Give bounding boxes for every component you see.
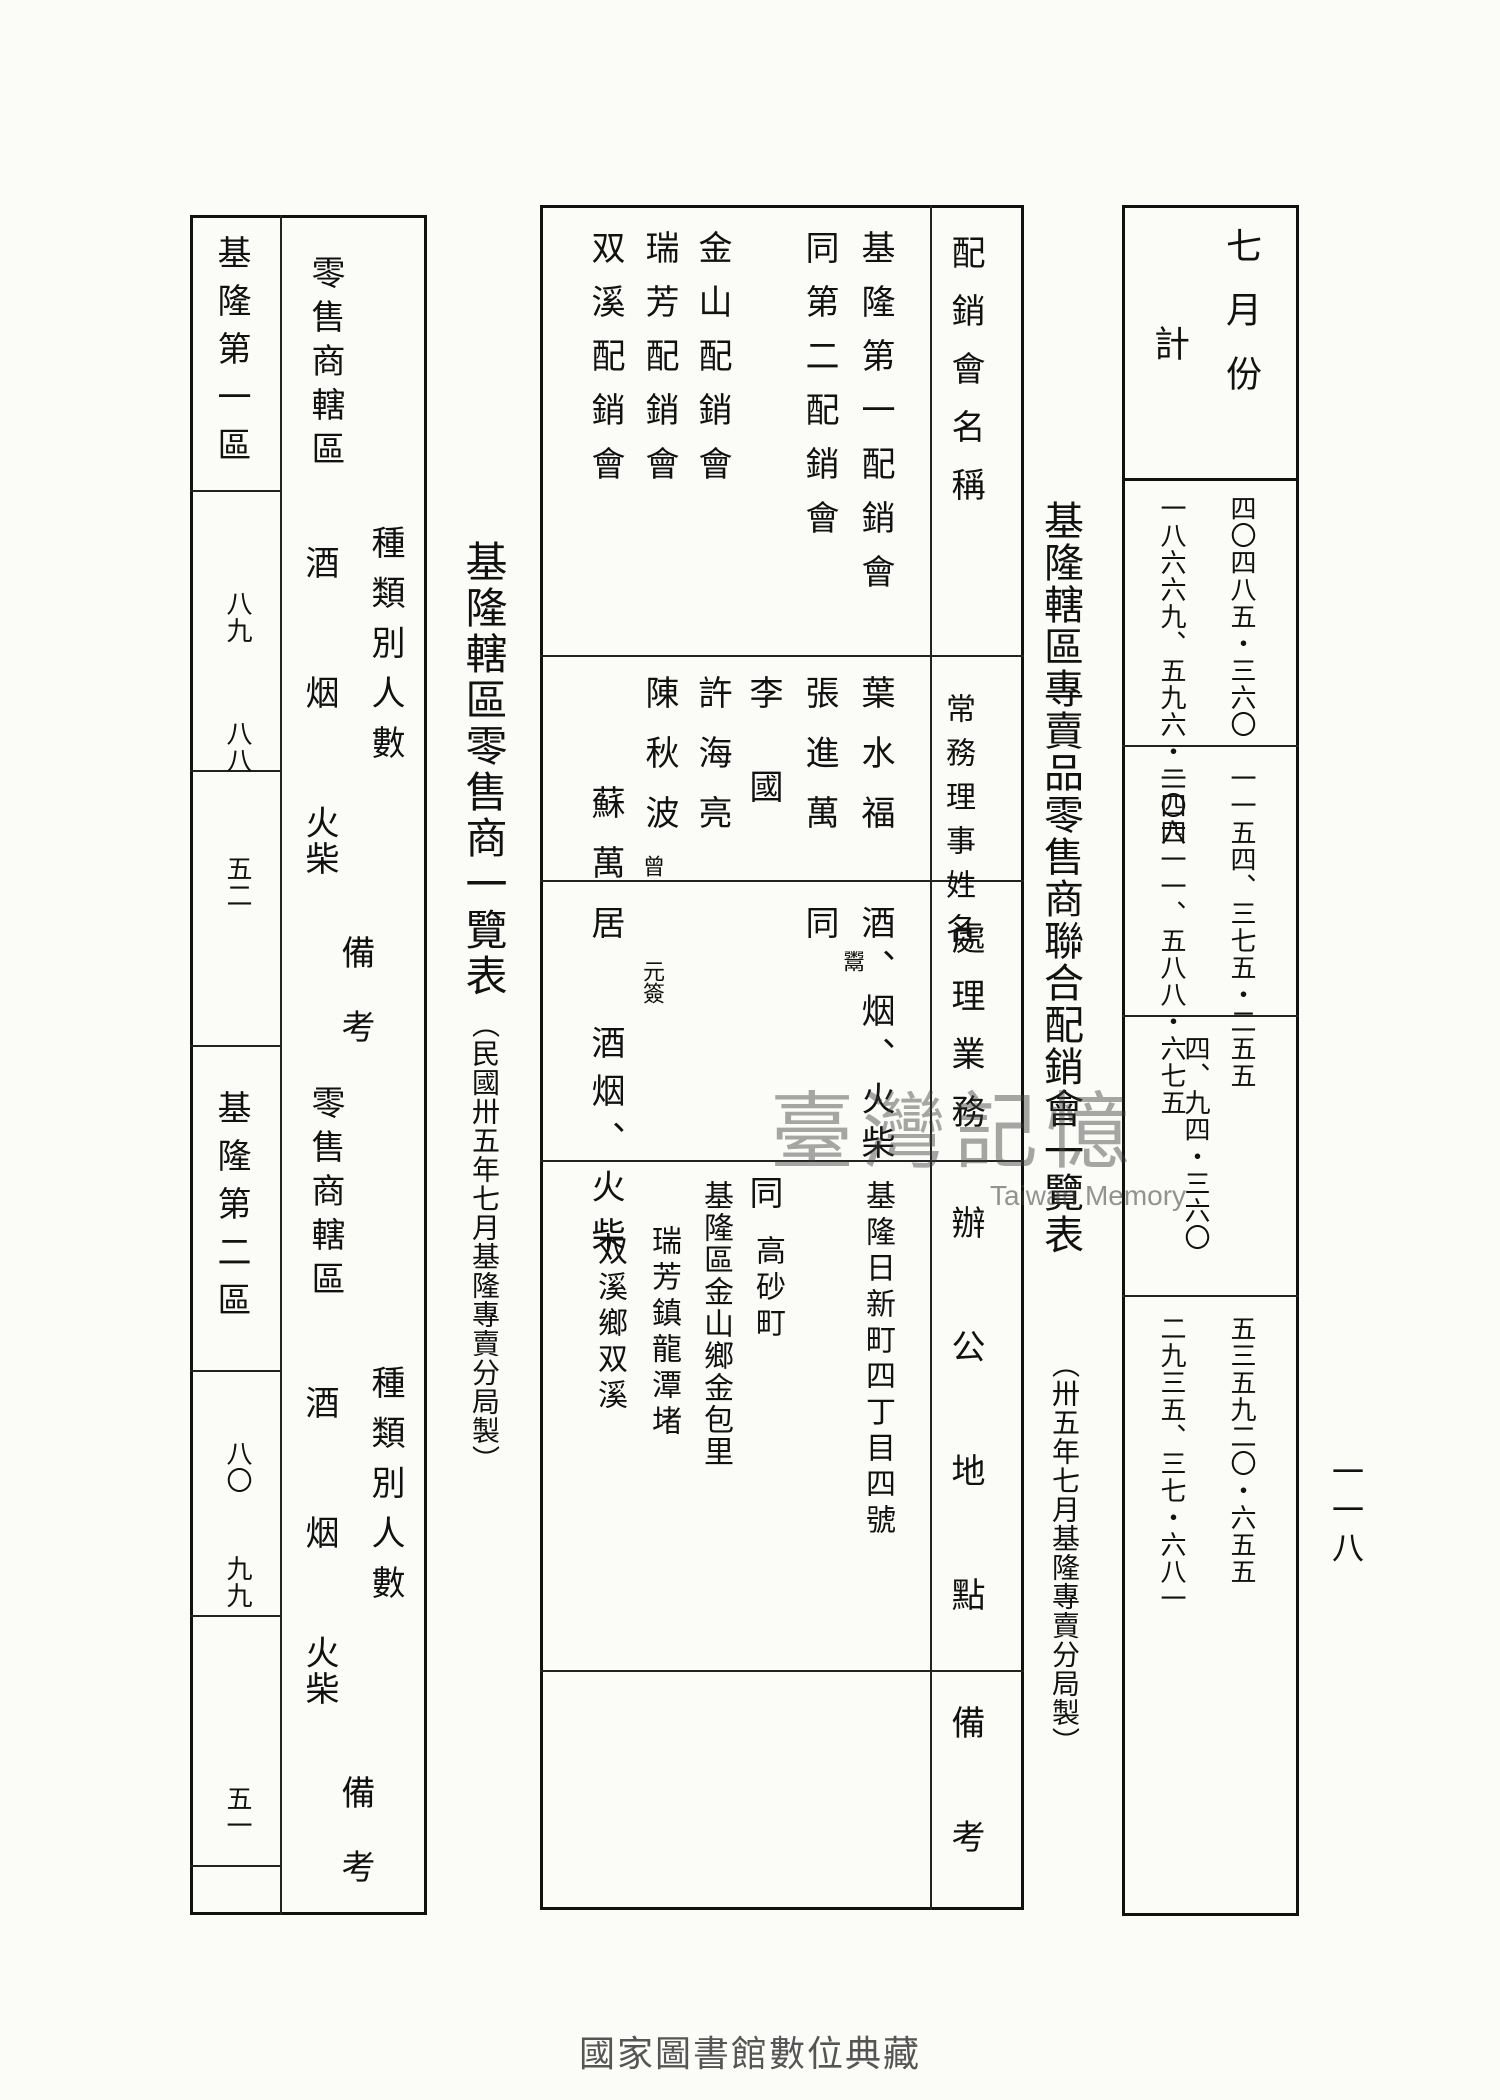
row5-name: 瑞芳配銷會 [639,230,679,500]
watermark-logo: 臺灣記憶 [770,1083,1139,1181]
row1-director: 葉水福 [855,675,895,855]
section1-sub-1: 酒 [299,545,339,599]
footer-caption: 國家圖書館數位典藏 [578,2034,921,2075]
section2-value-2: 九九 [222,1555,252,1609]
section1-district: 基隆第一區 [211,235,251,475]
section2-remark: 備考 [335,1775,375,1923]
row6-director: 蘇萬居 [585,785,625,965]
row1-business: 酒、烟、火柴 [855,905,895,1169]
section1-value-3: 五二 [222,855,252,909]
totals-value-4a: 五三五九二〇・六五五 [1226,1315,1256,1585]
totals-header: 七月份 [1220,227,1261,419]
row4-office: 基隆區金山鄉金包里 [698,1180,733,1468]
row4-director: 許海亮 [692,675,732,855]
table1-extra-3: 鬻 [839,950,864,972]
row2-name: 同第二配銷會 [799,230,839,554]
totals-value-3a: 四、九四・三六〇 [1180,1035,1210,1251]
section2-sub-2: 烟 [299,1515,339,1569]
section1-value-1: 八九 [222,590,252,644]
row6-business: 酒烟、火柴 [585,1025,625,1265]
totals-value-1a: 四〇四八五・三六〇 [1226,495,1256,738]
row3-director: 李國 [743,675,783,863]
table1-title: 基隆轄區專賣品零售商聯合配銷會一覽表 [1037,500,1083,1256]
section2-header-type: 種類別人數 [365,1365,405,1615]
totals-value-4b: 二九三五、三七・六八一 [1156,1315,1186,1612]
section1-header-left: 零售商轄區 [305,255,345,475]
table1-extra-2: 曾 [639,855,664,877]
section2-sub-3: 火柴 [299,1635,339,1707]
table1-header-remark: 備考 [945,1705,985,1933]
table1: 配銷會名稱 常務理事姓名 處理業務 辦公地點 備考 基隆第一配銷會 葉水福 酒、… [540,205,1024,1933]
section1-sub-2: 烟 [299,675,339,729]
watermark-english: Taiwan Memory [990,1180,1187,1211]
totals-value-2a: 一一五四、三七五・二五五 [1226,765,1256,1089]
section2-value-3: 五一 [222,1785,252,1839]
section1-sub-3: 火柴 [299,805,339,877]
totals-block: 七月份 計 四〇四八五・三六〇 一八六六九、五九六・二四六 一一五四、三七五・二… [1122,205,1299,1916]
row5-director: 陳秋波 [639,675,679,855]
row4-name: 金山配銷會 [692,230,732,500]
row3-office: 高砂町 [750,1235,785,1343]
table1-extra-1: 元簽 [639,960,664,1004]
section1-value-2: 八八 [222,720,252,774]
totals-value-1b: 一八六六九、五九六・二四六 [1156,495,1186,846]
table3: 基隆第一區 零售商轄區 種類別人數 酒 烟 火柴 備考 八九 八八 五二 基隆第… [190,215,427,1923]
section2-value-1: 八〇 [222,1440,252,1494]
row1-name: 基隆第一配銷會 [855,230,895,608]
table1-header-business: 處理業務 [945,920,985,1152]
table1-subtitle: （卅五年七月基隆專賣分局製） [1048,1350,1081,1756]
section1-header-type: 種類別人數 [365,525,405,775]
row2-business: 同 [799,905,839,959]
section2-sub-1: 酒 [299,1385,339,1439]
row2-director: 張進萬 [799,675,839,855]
totals-label: 計 [1148,325,1189,361]
table2-subtitle: （民國卅五年七月基隆專賣分局製） [468,1010,501,1474]
table1-header-name: 配銷會名稱 [945,235,985,525]
totals-value-2b: 一〇四一一、五八八・六七五 [1156,765,1186,1116]
table1-header-director: 常務理事姓名 [940,693,975,957]
row5-office: 瑞芳鎮龍潭堵 [646,1225,681,1441]
table2-title: 基隆轄區零售商一覽表 [459,540,508,1000]
row1-office: 基隆日新町四丁目四號 [860,1180,895,1540]
section1-remark: 備考 [335,935,375,1083]
row6-name: 双溪配銷會 [585,230,625,500]
section2-header-left: 零售商轄區 [305,1085,345,1305]
row3-business: 同 [743,1175,783,1229]
row6-office: 双溪鄉双溪 [592,1235,627,1415]
page-number: 一一八 [1327,1455,1365,1569]
table1-header-office: 辦公地點 [945,1205,985,1701]
section2-district: 基隆第二區 [211,1090,251,1330]
